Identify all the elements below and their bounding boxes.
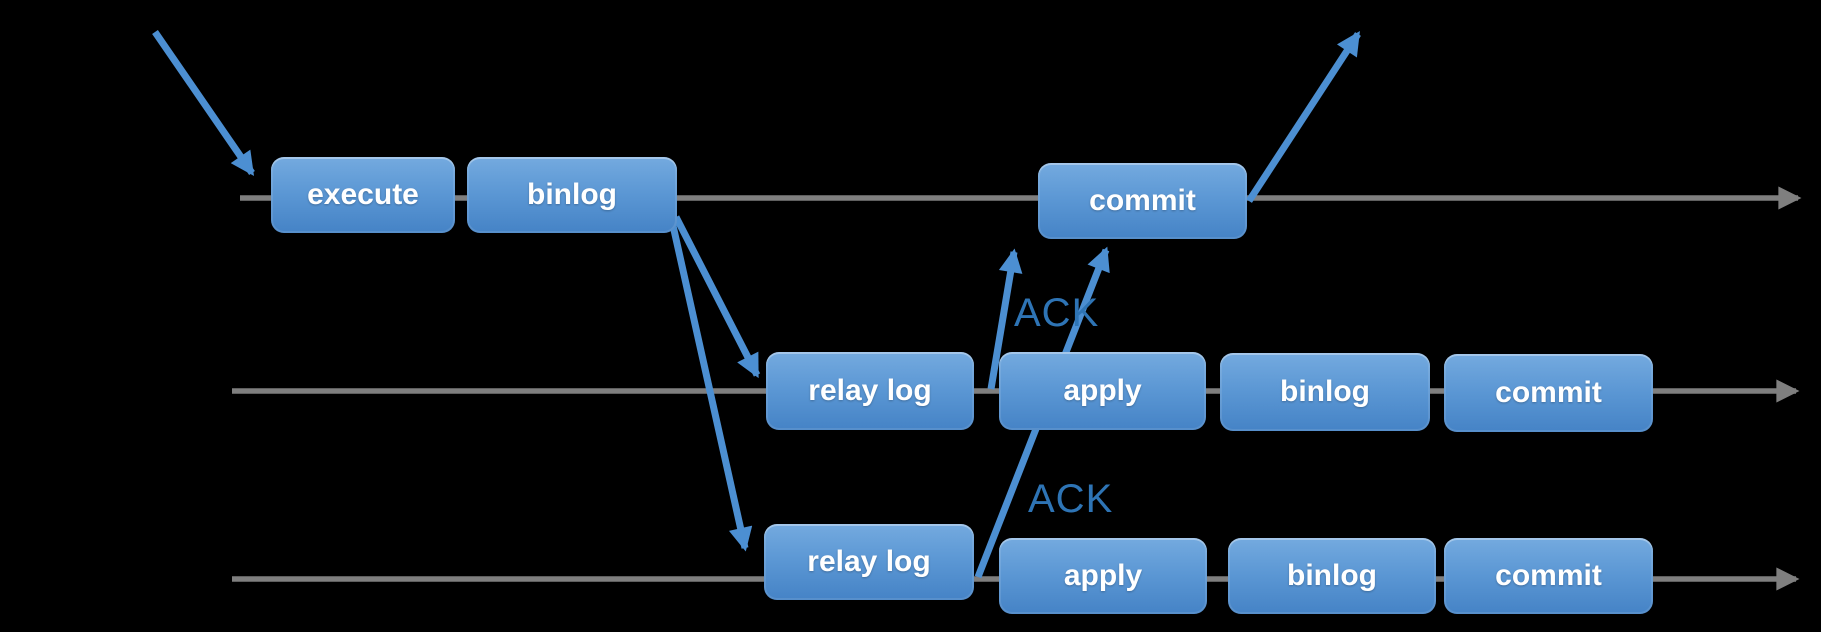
row2-relay-log-box: relay log bbox=[766, 352, 974, 430]
row1-binlog-label: binlog bbox=[527, 178, 617, 211]
row2-binlog-label: binlog bbox=[1280, 375, 1370, 408]
row2-relay-log-label: relay log bbox=[808, 374, 932, 407]
incoming-request-arrow-icon bbox=[152, 30, 255, 176]
row2-apply-label: apply bbox=[1063, 374, 1142, 407]
row3-relay-log-label: relay log bbox=[807, 545, 931, 578]
row2-apply-box: apply bbox=[999, 352, 1206, 430]
row3-binlog-box: binlog bbox=[1228, 538, 1436, 614]
row1-commit-label: commit bbox=[1089, 184, 1196, 217]
row3-apply-box: apply bbox=[999, 538, 1207, 614]
row1-execute-box: execute bbox=[271, 157, 455, 233]
binlog-to-relaylog-1-arrow-icon bbox=[672, 215, 761, 379]
row3-apply-label: apply bbox=[1063, 559, 1143, 592]
ack-label-2: ACK bbox=[1028, 477, 1114, 521]
row3-binlog-label: binlog bbox=[1287, 559, 1377, 592]
row3-commit-box: commit bbox=[1444, 538, 1653, 614]
ack-label-1: ACK bbox=[1014, 291, 1100, 335]
row1-commit-box: commit bbox=[1038, 163, 1247, 239]
row2-commit-label: commit bbox=[1495, 376, 1602, 409]
row2-commit-box: commit bbox=[1444, 354, 1653, 432]
row3-relay-log-box: relay log bbox=[764, 524, 974, 600]
commit-return-arrow-icon bbox=[1246, 31, 1361, 203]
ack-arrow-1-icon bbox=[987, 248, 1023, 390]
row3-commit-label: commit bbox=[1495, 559, 1602, 592]
row2-binlog-box: binlog bbox=[1220, 353, 1430, 431]
row1-binlog-box: binlog bbox=[467, 157, 677, 233]
row1-execute-label: execute bbox=[307, 178, 419, 211]
binlog-to-relaylog-2-arrow-icon bbox=[668, 220, 753, 552]
